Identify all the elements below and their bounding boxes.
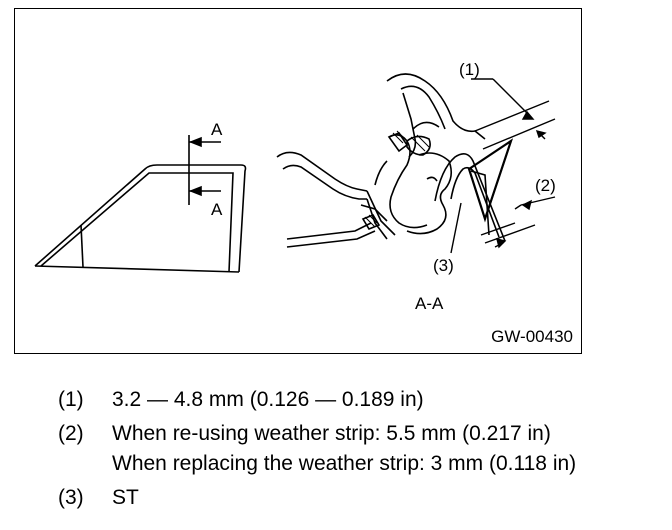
special-tool	[467, 138, 514, 223]
glass-edge	[434, 153, 506, 242]
legend-num: (1)	[58, 388, 84, 411]
section-line	[188, 135, 221, 205]
legend-item-2: (2) When re-using weather strip: 5.5 mm …	[58, 419, 668, 479]
callout-1: (1)	[459, 60, 480, 79]
section-marker-top: A	[211, 120, 223, 139]
figure-code: GW-00430	[491, 327, 573, 346]
figure-frame: A A	[14, 8, 582, 354]
legend-text: When replacing the weather strip: 3 mm (…	[112, 452, 577, 475]
window-glass-outline	[34, 164, 247, 273]
legend-item-1: (1) 3.2 — 4.8 mm (0.126 — 0.189 in)	[58, 385, 668, 415]
section-marker-bottom: A	[211, 200, 223, 219]
leader-3	[450, 202, 462, 254]
callout-2: (2)	[535, 176, 556, 195]
legend-num: (2)	[58, 422, 84, 445]
legend-text: ST	[112, 486, 139, 509]
weather-strip-cross-section	[276, 73, 486, 248]
legend-text: When re-using weather strip: 5.5 mm (0.2…	[112, 422, 551, 445]
dimension-1	[471, 78, 556, 150]
section-label: A-A	[415, 294, 444, 313]
legend-item-3: (3) ST	[58, 483, 668, 513]
legend-num: (3)	[58, 486, 84, 509]
dimension-2	[480, 196, 556, 249]
weather-strip-diagram: A A	[34, 60, 556, 313]
legend-text: 3.2 — 4.8 mm (0.126 — 0.189 in)	[112, 388, 424, 411]
callout-3: (3)	[433, 256, 454, 275]
legend: (1) 3.2 — 4.8 mm (0.126 — 0.189 in) (2) …	[58, 385, 668, 513]
